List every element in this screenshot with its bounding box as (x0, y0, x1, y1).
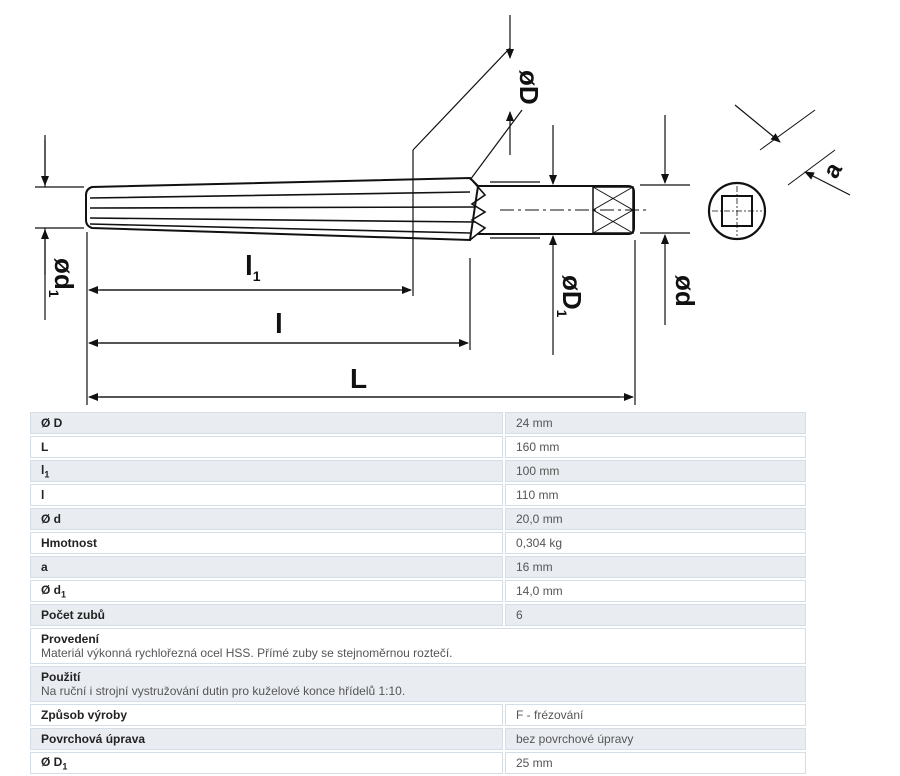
spec-label: l1 (30, 460, 503, 482)
spec-label: Ø D1 (30, 752, 503, 774)
end-view (707, 181, 767, 241)
spec-value: 25 mm (505, 752, 806, 774)
spec-value: 160 mm (505, 436, 806, 458)
label-L: L (350, 363, 367, 394)
spec-label: Počet zubů (30, 604, 503, 626)
spec-value: 0,304 kg (505, 532, 806, 554)
spec-label: Povrchová úprava (30, 728, 503, 750)
label-l: l (275, 308, 283, 339)
label-diameter-d: ød (670, 275, 700, 307)
spec-value: 24 mm (505, 412, 806, 434)
spec-value: 110 mm (505, 484, 806, 506)
spec-value: 6 (505, 604, 806, 626)
spec-label: Hmotnost (30, 532, 503, 554)
label-a: a (818, 157, 848, 183)
label-l1: l1 (245, 250, 261, 284)
spec-label: Ø d1 (30, 580, 503, 602)
spec-value: 20,0 mm (505, 508, 806, 530)
reamer-technical-drawing: øD l1 l L ød1 øD1 ød a (35, 15, 851, 405)
label-diameter-D1: øD1 (554, 275, 587, 318)
spec-label: Ø d (30, 508, 503, 530)
spec-value: F - frézování (505, 704, 806, 726)
label-diameter-d1: ød1 (46, 258, 79, 298)
spec-label: Ø D (30, 412, 503, 434)
spec-value: 16 mm (505, 556, 806, 578)
label-diameter-D: øD (514, 70, 544, 105)
spec-label: Způsob výroby (30, 704, 503, 726)
spec-label: a (30, 556, 503, 578)
spec-value: 14,0 mm (505, 580, 806, 602)
spec-label: L (30, 436, 503, 458)
dimension-lines (35, 15, 851, 405)
spec-value: bez povrchové úpravy (505, 728, 806, 750)
reamer-body (85, 176, 650, 242)
spec-label: l (30, 484, 503, 506)
spec-value: 100 mm (505, 460, 806, 482)
